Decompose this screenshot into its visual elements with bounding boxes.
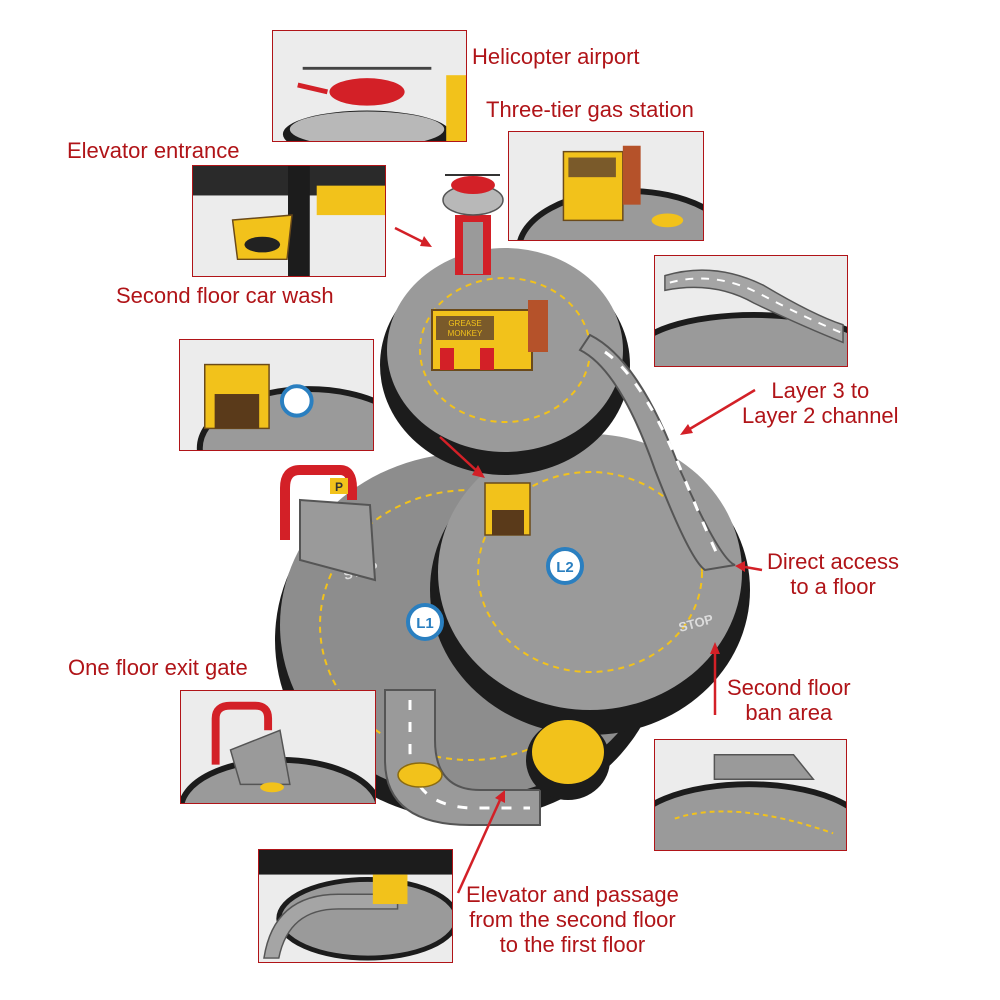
elevator-passage-road [384, 689, 610, 826]
label-ban-area-line2: ban area [745, 700, 833, 725]
layer-channel-ramp [578, 333, 736, 572]
label-ban-area-line1: Second floor [727, 675, 851, 700]
inset-gas-station [508, 131, 704, 241]
exit-gate-arch: P [280, 465, 377, 582]
shop-sign: GREASE [448, 319, 481, 328]
gas-station-building: GREASE MONKEY [431, 300, 548, 371]
label-ban-area: Second floor ban area [727, 675, 851, 725]
helipad-tower [442, 174, 504, 275]
label-layer-channel-line1: Layer 3 to [771, 378, 870, 403]
l1-badge: L1 [406, 603, 444, 641]
inset-exit-gate [180, 690, 376, 804]
label-exit-gate: One floor exit gate [68, 655, 248, 680]
label-elevator-passage-line3: to the first floor [499, 932, 646, 957]
label-second-floor-car-wash: Second floor car wash [116, 283, 334, 308]
level-2-disc [430, 434, 750, 735]
label-layer-channel-line2: Layer 2 channel [742, 403, 899, 428]
label-layer-channel: Layer 3 to Layer 2 channel [742, 378, 899, 428]
inset-helicopter [272, 30, 467, 142]
l2-badge-text: L2 [556, 559, 574, 576]
label-elevator-passage: Elevator and passage from the second flo… [466, 882, 679, 957]
inset-ban-area [654, 739, 847, 851]
inset-channel [654, 255, 848, 367]
car-wash-booth [484, 482, 531, 536]
inset-car-wash [192, 165, 386, 277]
shop-sign: MONKEY [448, 329, 483, 338]
label-elevator-passage-line1: Elevator and passage [466, 882, 679, 907]
parking-sign: P [335, 480, 343, 494]
label-direct-access-line1: Direct access [767, 549, 900, 574]
label-elevator-entrance: Elevator entrance [67, 138, 240, 163]
label-helicopter-airport: Helicopter airport [472, 44, 640, 69]
label-direct-access-line2: to a floor [790, 574, 876, 599]
inset-l2-car-wash [179, 339, 374, 451]
label-gas-station: Three-tier gas station [486, 97, 694, 122]
l2-badge: L2 [546, 547, 584, 585]
label-direct-access: Direct access to a floor [767, 549, 899, 599]
inset-elevator-passage [258, 849, 453, 963]
label-elevator-passage-line2: from the second floor [469, 907, 676, 932]
l1-badge-text: L1 [416, 615, 434, 632]
